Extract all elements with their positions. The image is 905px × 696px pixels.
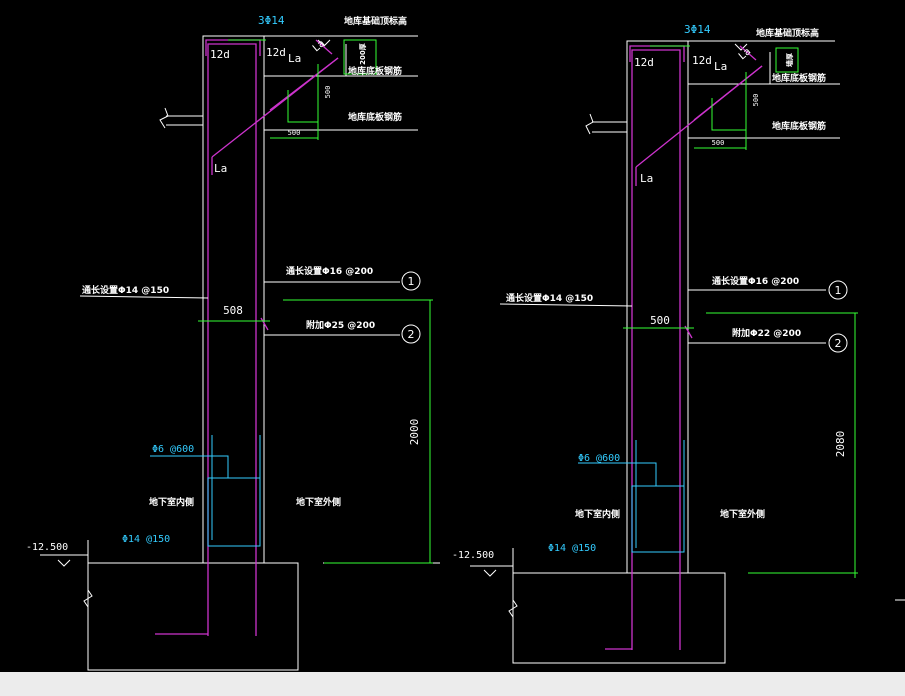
- left-stirrup-label: Φ6 @600: [152, 444, 194, 455]
- left-top-side-box: 200厚: [358, 43, 367, 65]
- right-wall-width: 500: [650, 314, 670, 327]
- right-top-rebar-label: 3Φ14: [684, 23, 711, 36]
- right-marker-1: 1: [828, 280, 848, 300]
- left-stirrups: [150, 435, 261, 547]
- left-wall-width: 508: [223, 304, 243, 317]
- drawing-svg: 1 2 3Φ14 地库基础顶标高 200厚 地库底板钢筋 地库底板钢筋 12d …: [26, 14, 905, 671]
- left-dim-500-horizontal: 500: [288, 129, 301, 137]
- left-hook-12d-right: 12d: [266, 46, 286, 59]
- left-bottom-rebar-label: Φ14 @150: [122, 534, 170, 545]
- right-dim-500-horizontal: 500: [712, 139, 725, 147]
- left-slab-rebar-label-2: 地库底板钢筋: [348, 111, 402, 123]
- left-marker-2: 2: [401, 324, 421, 344]
- left-la-diag: La: [311, 38, 327, 54]
- right-stirrup-label: Φ6 @600: [578, 453, 620, 464]
- right-outer-label: 地下室外侧: [720, 508, 765, 520]
- right-la-top: La: [714, 60, 727, 73]
- left-marker-1-label: 1: [408, 275, 415, 288]
- right-dimensions: [623, 45, 858, 578]
- cad-drawing-canvas[interactable]: 1 2 3Φ14 地库基础顶标高 200厚 地库底板钢筋 地库底板钢筋 12d …: [0, 0, 905, 672]
- right-dim-500-vertical: 500: [752, 94, 760, 107]
- right-wall-detail: 1 2 3Φ14 地库基础顶标高 墙厚 地库底板钢筋 地库底板钢筋 12d 12…: [452, 23, 905, 664]
- status-bar: [0, 672, 905, 696]
- right-marker-2: 2: [828, 333, 848, 353]
- right-hook-12d-right: 12d: [692, 54, 712, 67]
- left-inner-label: 地下室内侧: [149, 496, 194, 508]
- left-elevation-label: -12.500: [26, 542, 68, 553]
- right-continuous-rebar-right: 通长设置Φ16 @200: [712, 275, 799, 287]
- left-dim-500-vertical: 500: [324, 86, 332, 99]
- right-inner-label: 地下室内侧: [575, 508, 620, 520]
- left-hook-12d-left: 12d: [210, 48, 230, 61]
- right-rebar: [605, 45, 763, 650]
- left-continuous-rebar-right: 通长设置Φ16 @200: [286, 265, 373, 277]
- left-wall-detail: 1 2 3Φ14 地库基础顶标高 200厚 地库底板钢筋 地库底板钢筋 12d …: [26, 14, 440, 671]
- left-dimensions: [198, 39, 433, 564]
- right-dim-2000: 2080: [834, 431, 847, 458]
- right-elevation-label: -12.500: [452, 550, 494, 561]
- right-added-rebar: 附加Φ22 @200: [732, 327, 801, 339]
- left-slab-rebar-label: 地库底板钢筋: [348, 65, 402, 77]
- left-continuous-rebar-left: 通长设置Φ14 @150: [82, 284, 169, 296]
- right-leaders: [499, 289, 826, 344]
- right-top-note: 地库基础顶标高: [756, 27, 819, 39]
- left-leaders: [79, 281, 400, 336]
- left-marker-1: 1: [401, 271, 421, 291]
- right-marker-1-label: 1: [835, 284, 842, 297]
- left-added-rebar: 附加Φ25 @200: [306, 319, 375, 331]
- left-dim-2000: 2000: [408, 419, 421, 446]
- right-la-lower: La: [640, 172, 653, 185]
- right-wall-outline: [470, 40, 905, 664]
- left-marker-2-label: 2: [408, 328, 415, 341]
- right-stirrups: [578, 440, 685, 553]
- left-rebar: [155, 39, 339, 636]
- left-la-lower: La: [214, 162, 227, 175]
- right-slab-rebar-label-2: 地库底板钢筋: [772, 120, 826, 132]
- right-slab-rebar-label: 地库底板钢筋: [772, 72, 826, 84]
- left-top-rebar-label: 3Φ14: [258, 14, 285, 27]
- right-top-side-box: 墙厚: [785, 53, 794, 67]
- left-outer-label: 地下室外侧: [296, 496, 341, 508]
- right-marker-2-label: 2: [835, 337, 842, 350]
- left-la-top: La: [288, 52, 301, 65]
- left-wall-outline: [40, 35, 440, 671]
- left-top-note: 地库基础顶标高: [344, 15, 407, 27]
- right-hook-12d-left: 12d: [634, 56, 654, 69]
- right-continuous-rebar-left: 通长设置Φ14 @150: [506, 292, 593, 304]
- right-bottom-rebar-label: Φ14 @150: [548, 543, 596, 554]
